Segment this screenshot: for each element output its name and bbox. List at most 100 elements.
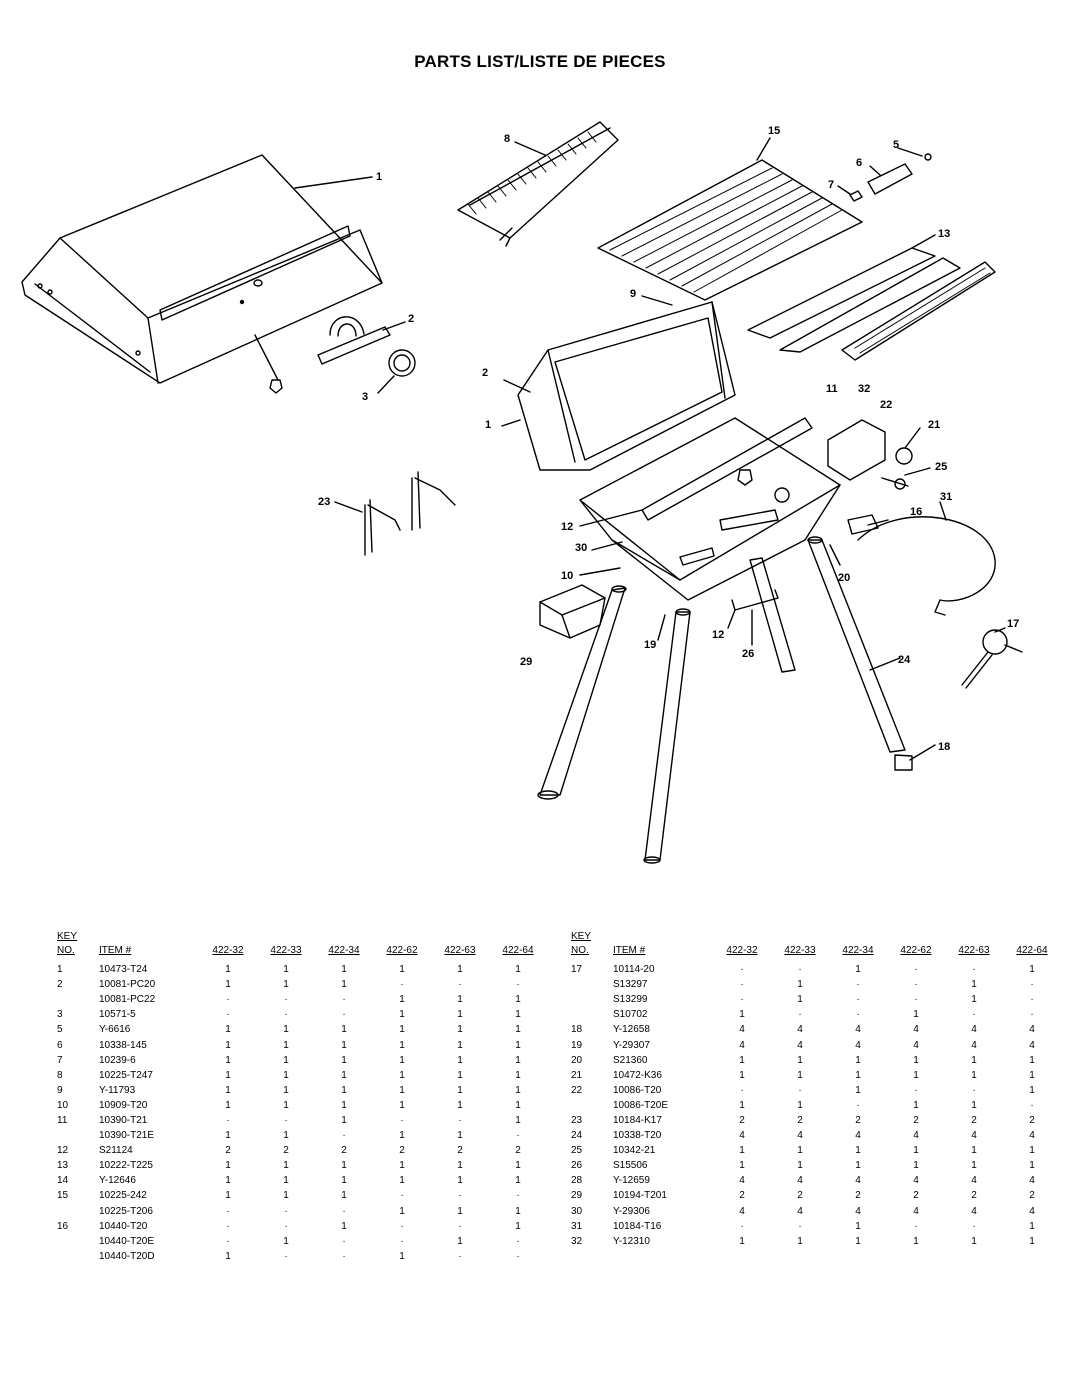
- callout-label: 25: [935, 461, 947, 473]
- quantity-cell: 2: [225, 1145, 231, 1157]
- key-no-cell: 28: [571, 1175, 583, 1187]
- quantity-cell: 1: [341, 964, 347, 976]
- quantity-cell: ·: [516, 979, 520, 991]
- quantity-cell: ·: [284, 1009, 288, 1021]
- quantity-cell: ·: [798, 964, 802, 976]
- item-number-cell: S13299: [613, 994, 648, 1006]
- item-number-cell: 10184-K17: [613, 1114, 662, 1126]
- key-no-cell: 25: [571, 1145, 583, 1157]
- callout-label: 9: [630, 288, 636, 300]
- burner-tube-drawing: [641, 417, 813, 521]
- quantity-cell: 1: [341, 1039, 347, 1051]
- quantity-cell: 4: [971, 1205, 977, 1217]
- quantity-cell: ·: [1030, 1099, 1034, 1111]
- quantity-cell: ·: [1030, 979, 1034, 991]
- item-number-cell: Y-12658: [613, 1024, 650, 1036]
- key-no-cell: 31: [571, 1220, 583, 1232]
- quantity-cell: 1: [341, 1084, 347, 1096]
- item-number-cell: 10338-T20: [613, 1130, 662, 1142]
- key-no-cell: 2: [57, 979, 63, 991]
- key-no-cell: [57, 992, 99, 1007]
- quantity-cell: 2: [971, 1114, 977, 1126]
- quantity-cell: ·: [798, 1220, 802, 1232]
- page-title: PARTS LIST/LISTE DE PIECES: [414, 52, 666, 71]
- key-no-cell: 5: [57, 1024, 63, 1036]
- key-no-cell: 20: [571, 1054, 583, 1066]
- callout-label: 1: [485, 419, 491, 431]
- callout-label: 21: [928, 419, 940, 431]
- quantity-cell: 2: [739, 1190, 745, 1202]
- callout-label: 24: [898, 654, 911, 666]
- quantity-cell: 1: [971, 1054, 977, 1066]
- quantity-cell: ·: [284, 1114, 288, 1126]
- quantity-cell: 1: [855, 1084, 861, 1096]
- quantity-cell: 4: [1029, 1024, 1035, 1036]
- model-header: 422-33: [270, 945, 302, 956]
- item-number-cell: S21360: [613, 1054, 648, 1066]
- quantity-cell: ·: [400, 1190, 404, 1202]
- quantity-cell: ·: [458, 1220, 462, 1232]
- callout-label: 29: [520, 656, 532, 668]
- quantity-cell: 1: [913, 1235, 919, 1247]
- quantity-cell: ·: [856, 1099, 860, 1111]
- quantity-cell: 1: [225, 1039, 231, 1051]
- quantity-cell: 1: [457, 1205, 463, 1217]
- model-header: 422-62: [386, 945, 418, 956]
- quantity-cell: 1: [1029, 1235, 1035, 1247]
- quantity-cell: 4: [1029, 1205, 1035, 1217]
- quantity-cell: ·: [342, 1235, 346, 1247]
- quantity-cell: 4: [855, 1130, 861, 1142]
- warming-rack-drawing: [457, 121, 619, 247]
- quantity-cell: 1: [399, 1130, 405, 1142]
- key-no-cell: 11: [57, 1114, 68, 1126]
- quantity-cell: 1: [515, 1084, 521, 1096]
- item-number-cell: S10702: [613, 1009, 648, 1021]
- quantity-cell: 2: [971, 1190, 977, 1202]
- quantity-cell: 1: [1029, 1084, 1035, 1096]
- quantity-cell: 1: [1029, 1145, 1035, 1157]
- quantity-cell: 1: [1029, 1160, 1035, 1172]
- quantity-cell: 1: [515, 1160, 521, 1172]
- quantity-cell: 1: [971, 1235, 977, 1247]
- quantity-cell: ·: [740, 1084, 744, 1096]
- key-no-cell: 8: [57, 1069, 63, 1081]
- quantity-cell: 2: [855, 1114, 861, 1126]
- quantity-cell: 1: [739, 1054, 745, 1066]
- callout-label: 12: [561, 521, 573, 533]
- key-no-cell: 6: [57, 1039, 63, 1051]
- quantity-cell: 1: [341, 979, 347, 991]
- quantity-cell: 1: [515, 1099, 521, 1111]
- callout-label: 2: [408, 313, 414, 325]
- no-header: NO.: [57, 945, 75, 956]
- quantity-cell: 1: [457, 964, 463, 976]
- quantity-cell: 1: [399, 1099, 405, 1111]
- quantity-cell: 1: [1029, 1220, 1035, 1232]
- quantity-cell: 1: [225, 1054, 231, 1066]
- quantity-cell: 1: [457, 1235, 463, 1247]
- quantity-cell: 1: [855, 1145, 861, 1157]
- quantity-cell: 1: [341, 1054, 347, 1066]
- quantity-cell: ·: [972, 1009, 976, 1021]
- quantity-cell: 1: [457, 1054, 463, 1066]
- quantity-cell: ·: [226, 994, 230, 1006]
- quantity-cell: ·: [740, 994, 744, 1006]
- quantity-cell: ·: [284, 1250, 288, 1262]
- quantity-cell: 2: [457, 1145, 463, 1157]
- quantity-cell: ·: [914, 1220, 918, 1232]
- model-header: 422-63: [444, 945, 476, 956]
- callout-label: 8: [504, 133, 510, 145]
- quantity-cell: 1: [913, 1069, 919, 1081]
- quantity-cell: 1: [457, 1160, 463, 1172]
- item-number-cell: 10571-5: [99, 1009, 136, 1021]
- item-number-cell: 10472-K36: [613, 1069, 662, 1081]
- callout-label: 7: [828, 179, 834, 191]
- quantity-cell: ·: [516, 1130, 520, 1142]
- quantity-cell: ·: [342, 1130, 346, 1142]
- quantity-cell: ·: [284, 1220, 288, 1232]
